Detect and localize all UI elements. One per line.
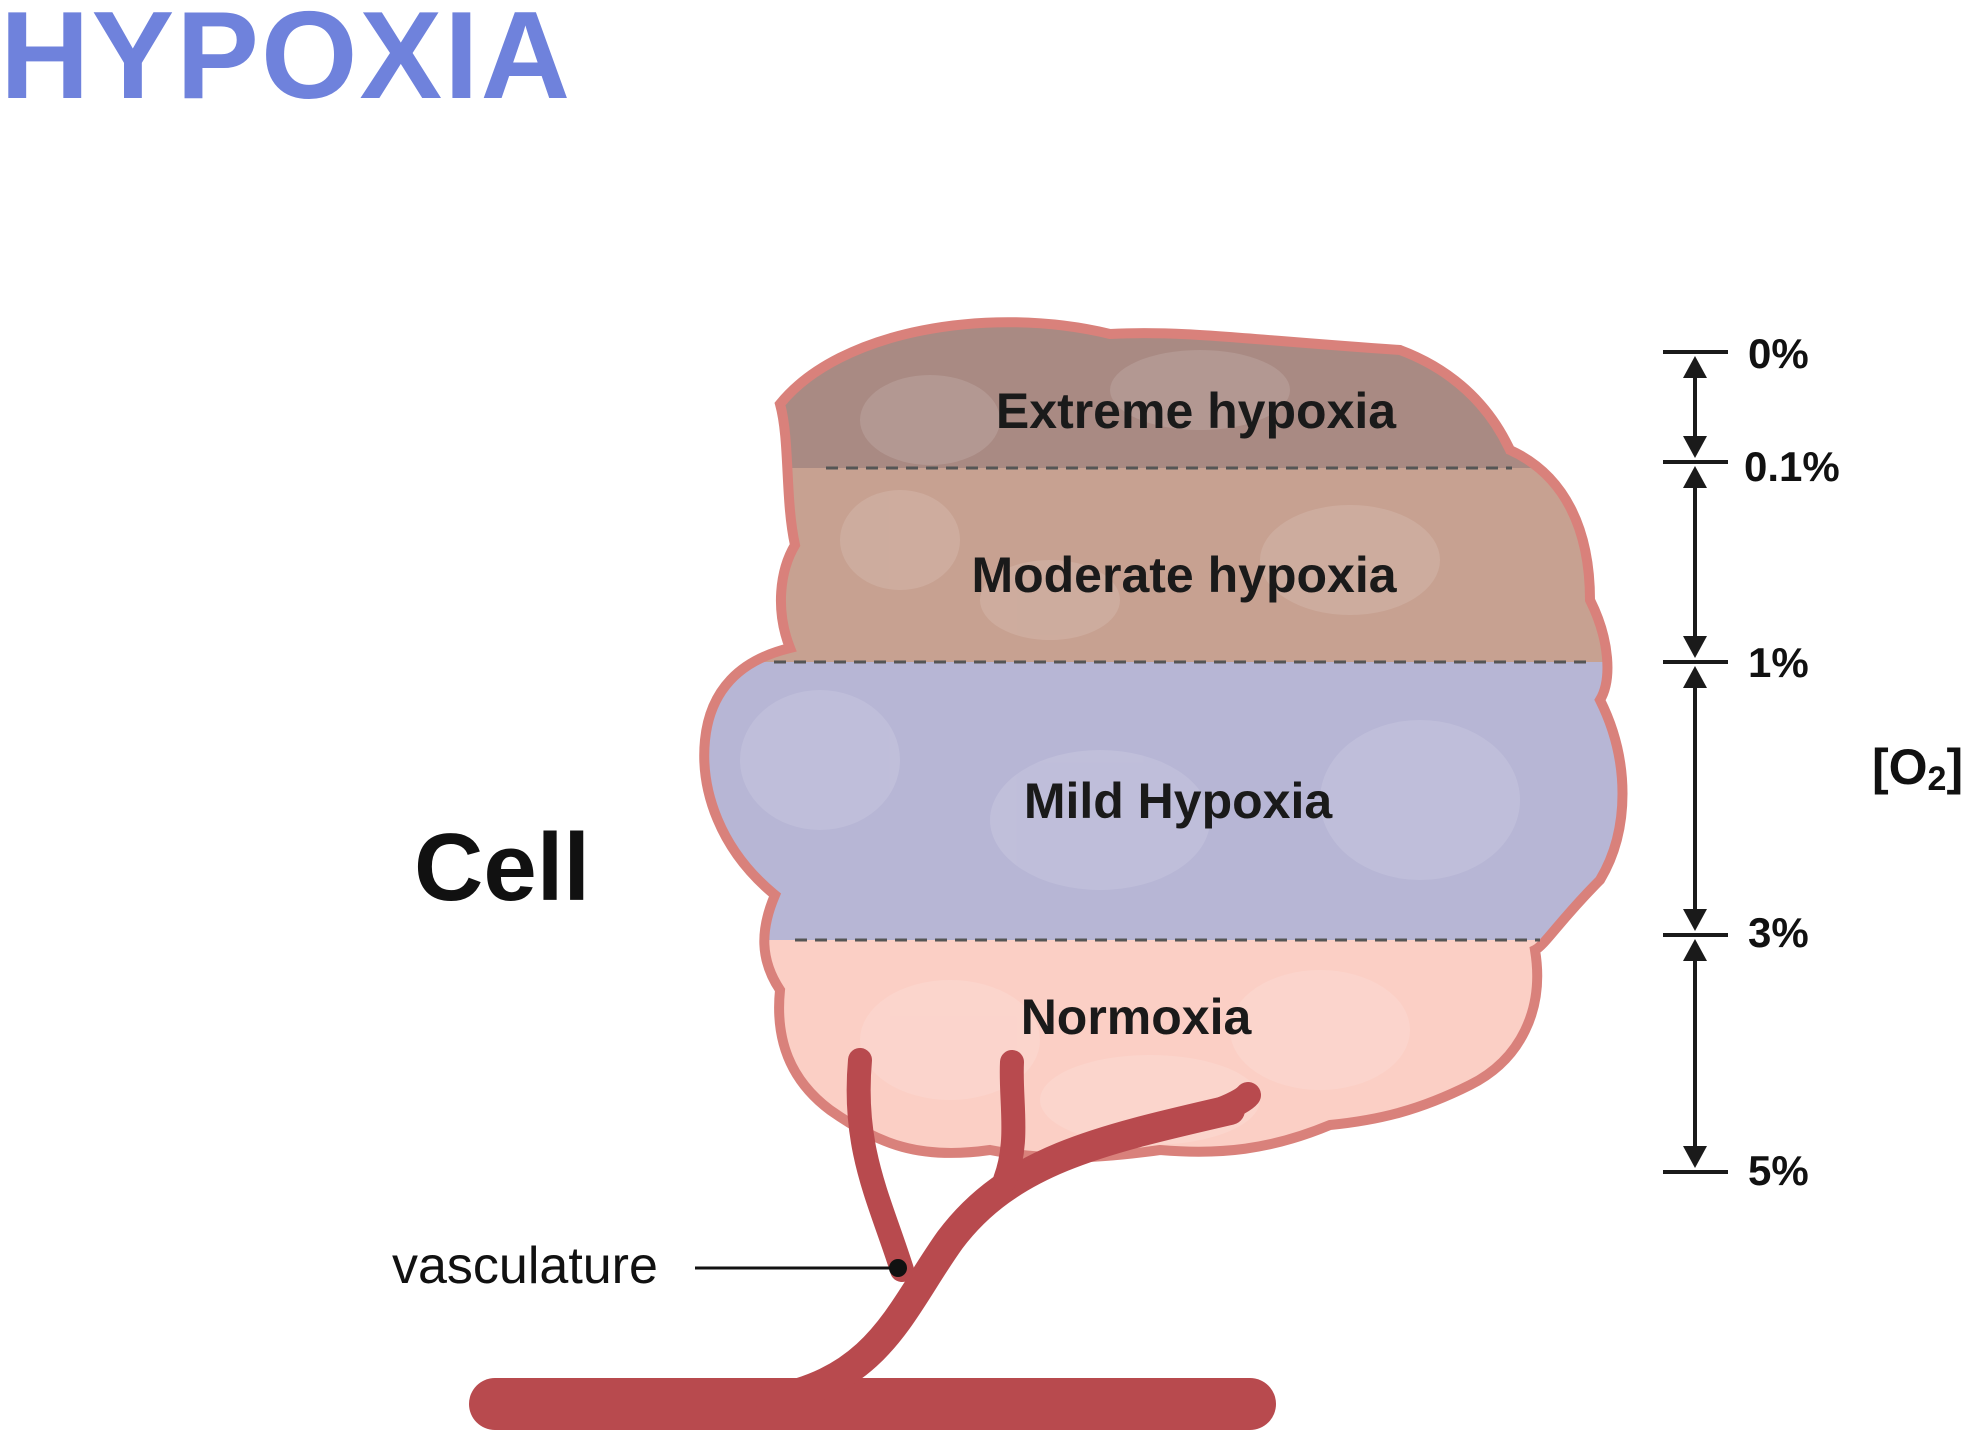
zone-boundaries	[774, 466, 1590, 942]
vasculature-label: vasculature	[392, 1237, 658, 1295]
tick-label-3: 3%	[1748, 909, 1809, 956]
oxygen-scale	[1663, 350, 1728, 1174]
vessel-middle-branch	[993, 1050, 1026, 1192]
cell-label: Cell	[414, 814, 591, 921]
cell-zones	[704, 322, 1623, 1158]
zone-label-mild-hypoxia: Mild Hypoxia	[1023, 773, 1333, 829]
tick-label-0-1: 0.1%	[1744, 443, 1840, 490]
vessel-right-tip	[1137, 1082, 1261, 1143]
oxygen-concentration-label: [O2]	[1872, 739, 1964, 798]
tick-label-1: 1%	[1748, 639, 1809, 686]
diagram-title: HYPOXIA	[0, 0, 573, 125]
vasculature	[469, 1048, 1276, 1430]
zone-moderate-hypoxia-fill	[704, 468, 1623, 662]
tick-label-5: 5%	[1748, 1147, 1809, 1194]
zone-mild-hypoxia-fill	[704, 662, 1623, 940]
vessel-trunk	[755, 1095, 1245, 1415]
vasculature-pointer	[695, 1259, 907, 1277]
cell-membrane	[699, 317, 1628, 1163]
tick-label-0: 0%	[1748, 330, 1809, 377]
vessel-left-branch	[846, 1048, 914, 1282]
zone-label-moderate-hypoxia: Moderate hypoxia	[971, 547, 1397, 603]
zone-label-extreme-hypoxia: Extreme hypoxia	[995, 383, 1397, 439]
zone-label-normoxia: Normoxia	[1020, 989, 1252, 1045]
